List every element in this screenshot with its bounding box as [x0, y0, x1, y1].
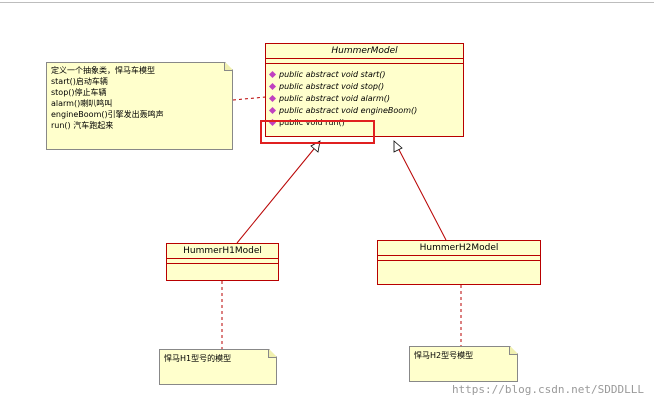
note-fold — [509, 347, 517, 355]
attributes-compartment — [266, 59, 463, 64]
attributes-compartment — [378, 256, 540, 261]
note-fold — [224, 63, 232, 71]
note-line: stop()停止车辆 — [51, 88, 107, 97]
class-name: HummerModel — [266, 44, 463, 59]
operation-run[interactable]: public void run() — [266, 116, 463, 128]
note-fold — [268, 350, 276, 358]
note-line: alarm()喇叭鸣叫 — [51, 99, 113, 108]
class-hummer-h2-model[interactable]: HummerH2Model — [377, 240, 541, 285]
note-line: engineBoom()引擎发出轰鸣声 — [51, 110, 164, 119]
attributes-compartment — [167, 259, 278, 264]
public-operation-icon — [268, 82, 277, 90]
operations-compartment: public abstract void start() public abst… — [266, 64, 463, 128]
operation-label: public abstract void engineBoom() — [279, 105, 418, 115]
operation-start[interactable]: public abstract void start() — [266, 68, 463, 80]
operation-engineboom[interactable]: public abstract void engineBoom() — [266, 104, 463, 116]
note-line: 悍马H1型号的模型 — [164, 354, 232, 363]
note-line: start()启动车辆 — [51, 77, 108, 86]
note-line: 悍马H2型号模型 — [414, 351, 474, 360]
operation-label: public abstract void stop() — [279, 81, 385, 91]
generalization-h1 — [236, 143, 319, 244]
top-divider — [0, 2, 654, 3]
note-h1-model: 悍马H1型号的模型 — [159, 349, 277, 385]
note-line: run() 汽车跑起来 — [51, 121, 114, 130]
public-operation-icon — [268, 94, 277, 102]
public-operation-icon — [268, 106, 277, 114]
note-abstract-class: 定义一个抽象类，悍马车模型 start()启动车辆 stop()停止车辆 ala… — [46, 62, 233, 150]
class-name: HummerH1Model — [167, 244, 278, 259]
class-hummer-h1-model[interactable]: HummerH1Model — [166, 243, 279, 281]
class-name: HummerH2Model — [378, 241, 540, 256]
operation-label: public abstract void alarm() — [279, 93, 390, 103]
generalization-arrow-h2 — [393, 140, 403, 153]
operation-stop[interactable]: public abstract void stop() — [266, 80, 463, 92]
note-connector-abstract — [232, 96, 267, 101]
operation-alarm[interactable]: public abstract void alarm() — [266, 92, 463, 104]
operation-label: public abstract void start() — [279, 69, 386, 79]
watermark-text: https://blog.csdn.net/SDDDLLL — [451, 383, 644, 396]
run-method-highlight — [260, 120, 375, 144]
note-line: 定义一个抽象类，悍马车模型 — [51, 66, 155, 75]
generalization-h2 — [395, 143, 447, 241]
public-operation-icon — [268, 70, 277, 78]
operation-label: public void run() — [279, 117, 345, 127]
note-h2-model: 悍马H2型号模型 — [409, 346, 518, 382]
